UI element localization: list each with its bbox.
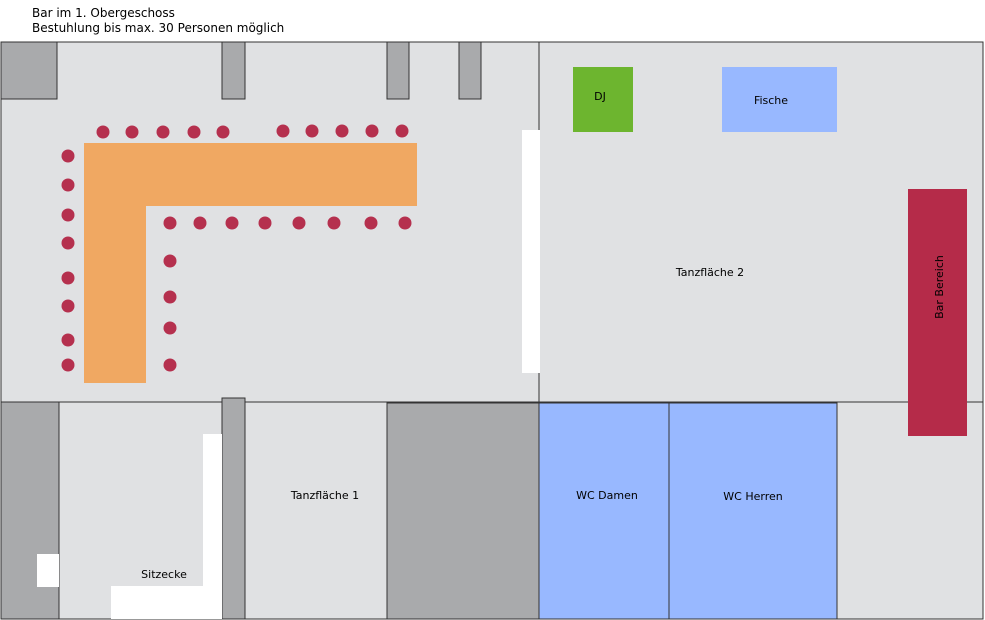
seat xyxy=(364,216,378,230)
fische-label: Fische xyxy=(754,94,788,107)
seat xyxy=(365,124,379,138)
seat xyxy=(327,216,341,230)
seat xyxy=(163,290,177,304)
dj-area xyxy=(573,67,633,132)
bar-bereich-label: Bar Bereich xyxy=(933,255,946,319)
bar-bereich-area xyxy=(908,189,967,436)
seat xyxy=(61,178,75,192)
seat xyxy=(96,125,110,139)
seat xyxy=(163,321,177,335)
table-leg xyxy=(84,143,146,383)
seat xyxy=(163,358,177,372)
seat xyxy=(276,124,290,138)
pillar-top-3 xyxy=(458,41,482,100)
pillar-top-left xyxy=(0,41,58,100)
seat xyxy=(187,125,201,139)
tanzflaeche-2-label: Tanzfläche 2 xyxy=(675,266,744,279)
white-wall-sitzecke-bench xyxy=(111,586,222,619)
pillar-bottom-mid xyxy=(221,397,246,620)
dj-label: DJ xyxy=(594,90,606,103)
seat xyxy=(61,333,75,347)
seat xyxy=(156,125,170,139)
wc-damen-label: WC Damen xyxy=(576,489,638,502)
pillar-top-1 xyxy=(221,41,246,100)
seat xyxy=(163,216,177,230)
wc-herren-label: WC Herren xyxy=(723,490,782,503)
seat xyxy=(398,216,412,230)
plan-title: Bar im 1. Obergeschoss xyxy=(32,6,175,20)
seat xyxy=(125,125,139,139)
seat xyxy=(61,236,75,250)
white-wall-sitzecke-vertical xyxy=(203,434,222,619)
seat xyxy=(335,124,349,138)
sitzecke-label: Sitzecke xyxy=(141,568,187,581)
seat xyxy=(292,216,306,230)
seat xyxy=(61,208,75,222)
storage-block xyxy=(386,402,540,620)
seat xyxy=(61,358,75,372)
seat xyxy=(258,216,272,230)
fische-area xyxy=(722,67,837,132)
plan-subtitle: Bestuhlung bis max. 30 Personen möglich xyxy=(32,21,285,35)
seat xyxy=(61,149,75,163)
seat xyxy=(216,125,230,139)
seat xyxy=(163,254,177,268)
pillar-top-2 xyxy=(386,41,410,100)
seats xyxy=(61,124,412,372)
seat xyxy=(61,271,75,285)
seat xyxy=(61,299,75,313)
seat xyxy=(395,124,409,138)
seat xyxy=(193,216,207,230)
tanzflaeche-1-label: Tanzfläche 1 xyxy=(290,489,359,502)
seat xyxy=(305,124,319,138)
seat xyxy=(225,216,239,230)
white-wall-center xyxy=(522,130,540,373)
wc-damen-area xyxy=(538,402,670,620)
white-wall-small xyxy=(37,554,59,587)
wc-herren-area xyxy=(668,402,838,620)
